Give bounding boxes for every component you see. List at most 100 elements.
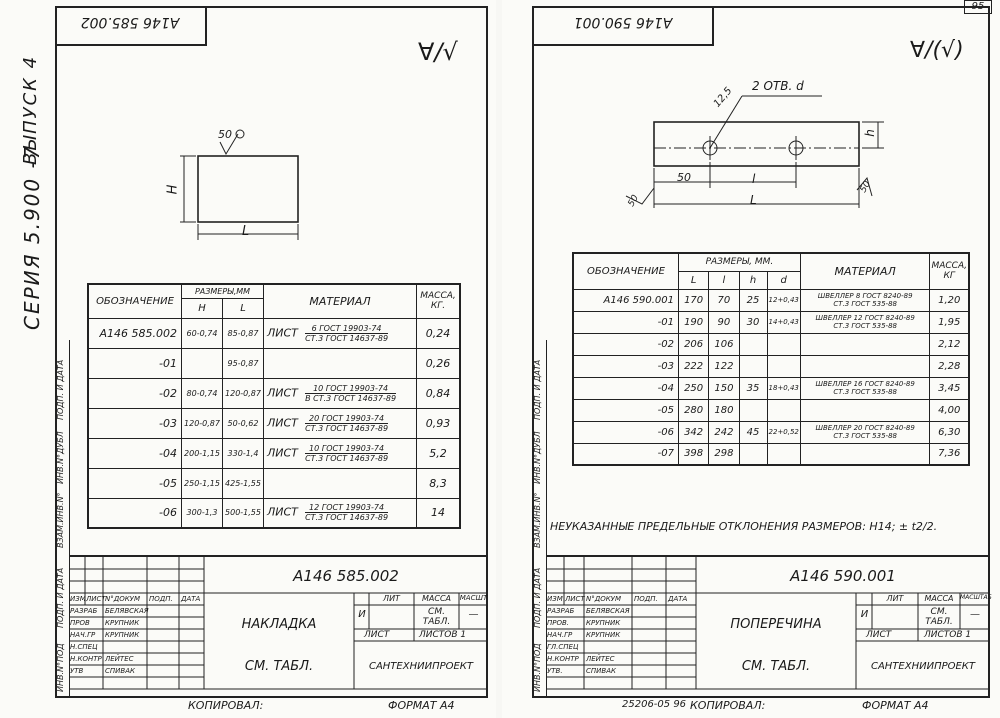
material-cell (799, 354, 931, 378)
material-bottom: СТ.3 ГОСТ 535-88 (833, 432, 897, 440)
table-cell: 80-0,74 (181, 377, 223, 409)
material-bottom: СТ.3 ГОСТ 14637-89 (305, 333, 389, 343)
right-tb-name: ПОПЕРЕЧИНА (730, 617, 822, 632)
material-top: 10 ГОСТ 19903-74 (305, 444, 389, 454)
table-cell: 85-0,87 (222, 317, 264, 349)
material-type: ЛИСТ (267, 326, 298, 339)
tb-person: СПИВАК (586, 667, 616, 675)
left-copied: КОПИРОВАЛ: (188, 699, 264, 712)
table-cell: 180 (708, 398, 740, 422)
material-cell (263, 347, 417, 379)
tb-role: Н.КОНТР (70, 655, 102, 663)
left-top-stamp-box (55, 6, 207, 46)
left-side-label-1: ИНВ.N°ПОД (56, 643, 65, 692)
table-cell: -02 (87, 377, 182, 409)
material-top: 6 ГОСТ 19903-74 (305, 324, 389, 334)
material-top: ШВЕЛЛЕР 16 ГОСТ 8240-89 (815, 380, 915, 388)
right-tb-mass-value: СМ. ТАБЛ. (925, 607, 953, 627)
table-cell: 0,26 (416, 347, 461, 379)
tb-role: РАЗРАБ (547, 607, 575, 615)
left-series-label: СЕРИЯ 5.900 -7 (20, 144, 44, 330)
material-bottom: СТ.3 ГОСТ 14637-89 (305, 513, 389, 523)
table-cell: 300-1,3 (181, 497, 223, 529)
right-dim-h: h (862, 129, 877, 137)
left-tb-lit-head: ЛИТ (383, 594, 400, 603)
table-cell: 280 (677, 398, 710, 422)
table-cell: 90 (708, 310, 740, 334)
right-part-drawing (625, 95, 884, 208)
right-tolerance-note: НЕУКАЗАННЫЕ ПРЕДЕЛЬНЫЕ ОТКЛОНЕНИЯ РАЗМЕР… (550, 520, 938, 533)
col-mass: МАССА, КГ. (416, 283, 461, 319)
table-cell (181, 347, 223, 379)
material-top: ШВЕЛЛЕР 12 ГОСТ 8240-89 (815, 314, 915, 322)
right-tb-scale-value: — (970, 609, 980, 620)
left-tb-lit-value: И (358, 609, 366, 620)
material-cell: ЛИСТ 12 ГОСТ 19903-74 СТ.3 ГОСТ 14637-89 (263, 497, 417, 529)
table-cell: 398 (677, 442, 710, 466)
left-side-label-5: ПОДП. И ДАТА (56, 359, 65, 420)
table-cell: 12+0,43 (766, 288, 801, 312)
left-frame (55, 6, 488, 698)
left-side-label-4: ИНВ.N°ДУБЛ (56, 431, 65, 484)
tb-role: НАЧ.ГР (70, 631, 96, 639)
left-format: ФОРМАТ А4 (388, 699, 455, 712)
table-cell: 250-1,15 (181, 467, 223, 499)
table-cell: 95-0,87 (222, 347, 264, 379)
right-copied-code: 25206-05 96 (622, 699, 687, 710)
material-type: ЛИСТ (267, 416, 298, 429)
left-side-label-3: ВЗАМ.ИНВ.N° (56, 492, 65, 548)
material-cell: ШВЕЛЛЕР 12 ГОСТ 8240-89 СТ.3 ГОСТ 535-88 (799, 310, 931, 334)
table-cell: 425-1,55 (222, 467, 264, 499)
left-tb-col-sign: ПОДП. (149, 595, 173, 603)
right-top-stamp-box (532, 6, 714, 46)
table-cell: 122 (708, 354, 740, 378)
tb-person: ЛЕЙТЕС (105, 655, 134, 663)
material-cell: ЛИСТ 10 ГОСТ 19903-74 СТ.3 ГОСТ 14637-89 (263, 437, 417, 469)
table-cell: -06 (87, 497, 182, 529)
table-cell: -05 (572, 398, 679, 422)
right-tb-org: САНТЕХНИИПРОЕКТ (870, 661, 976, 672)
left-titleblock: А146 585.002 НАКЛАДКА СМ. ТАБЛ. САНТЕХНИ… (69, 555, 488, 698)
left-tb-col-date: ДАТА (181, 595, 201, 603)
col-designation: ОБОЗНАЧЕНИЕ (87, 283, 182, 319)
table-cell: -02 (572, 332, 679, 356)
table-cell (766, 354, 801, 378)
material-cell: ШВЕЛЛЕР 16 ГОСТ 8240-89 СТ.3 ГОСТ 535-88 (799, 376, 931, 400)
right-dim-L: L (750, 193, 757, 207)
table-cell (738, 398, 768, 422)
table-cell: -04 (87, 437, 182, 469)
material-type: ЛИСТ (267, 386, 298, 399)
right-tb-sheets: ЛИСТОВ 1 (924, 630, 972, 640)
table-cell: 2,12 (929, 332, 970, 356)
tb-role: РАЗРАБ (70, 607, 98, 615)
left-side-strip (55, 340, 70, 698)
table-cell: -03 (572, 354, 679, 378)
table-cell: 222 (677, 354, 710, 378)
left-tb-doc-number: А146 585.002 (293, 567, 399, 585)
material-cell: ШВЕЛЛЕР 20 ГОСТ 8240-89 СТ.3 ГОСТ 535-88 (799, 420, 931, 444)
left-spec-table: ОБОЗНАЧЕНИЕ РАЗМЕРЫ,ММ МАТЕРИАЛ МАССА, К… (87, 283, 461, 529)
table-cell (738, 442, 768, 466)
left-tb-scale-head: МАСШТ (459, 594, 488, 602)
material-bottom: В СТ.3 ГОСТ 14637-89 (305, 393, 397, 403)
right-side-label-4: ИНВ.N°ДУБЛ (533, 431, 542, 484)
left-tb-col-doc: N°ДОКУМ (105, 595, 140, 603)
right-dim-l-small: l (752, 172, 756, 186)
table-cell: 8,3 (416, 467, 461, 499)
table-cell: -01 (572, 310, 679, 334)
right-tb-col-sign: ПОДП. (634, 595, 658, 603)
material-top: 12 ГОСТ 19903-74 (305, 503, 389, 514)
left-tb-material: СМ. ТАБЛ. (244, 659, 314, 674)
table-cell: 25 (738, 288, 768, 312)
left-tb-sheets: ЛИСТОВ 1 (419, 630, 467, 640)
table-cell: 22+0,52 (766, 420, 801, 444)
material-type: ЛИСТ (267, 505, 298, 519)
